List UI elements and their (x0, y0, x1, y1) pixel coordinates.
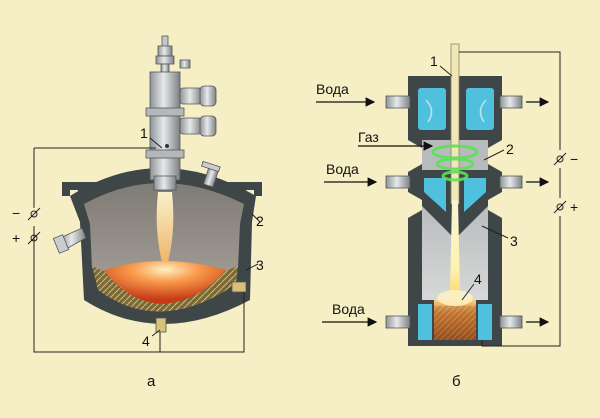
polarity-minus-b: − (570, 151, 578, 167)
callout-2-b: 2 (506, 141, 514, 157)
nozzle-water-left (424, 178, 446, 212)
roof-port (201, 160, 221, 188)
water-jacket-bottom-left (418, 304, 432, 340)
polarity-plus-b: + (570, 199, 578, 215)
terminal-minus-a (27, 207, 41, 221)
inlet-pipes (385, 95, 523, 329)
callout-3-a: 3 (256, 257, 264, 273)
terminal-plus-b (553, 200, 567, 214)
plasma-jet-a (156, 192, 174, 262)
water-jacket-bottom-right (478, 304, 492, 340)
bottom-electrode (155, 317, 167, 333)
callout-1-b: 1 (430, 53, 438, 69)
label-water-bottom: Вода (332, 301, 365, 317)
callout-1-a: 1 (140, 125, 148, 141)
label-water-mid: Вода (326, 161, 359, 177)
flow-arrows (316, 97, 550, 327)
callout-4-a: 4 (142, 333, 150, 349)
label-gas: Газ (358, 129, 379, 145)
molten-metal-bath (104, 261, 226, 304)
callout-3-b: 3 (510, 233, 518, 249)
plasma-torch-a (145, 35, 217, 191)
label-water-top: Вода (316, 81, 349, 97)
terminal-plus-a (27, 231, 41, 245)
furnace-a: − + 1 2 3 4 а (12, 35, 264, 390)
gas-swirl (431, 144, 479, 182)
terminal-minus-b (553, 152, 567, 166)
nozzle-water-right (464, 178, 486, 212)
polarity-plus-a: + (12, 230, 20, 246)
caption-b: б (452, 373, 461, 390)
tap-hole (231, 281, 247, 293)
circuit-a (33, 147, 245, 353)
callout-4-b: 4 (474, 271, 482, 287)
circuit-b (459, 51, 561, 347)
side-port (52, 227, 87, 254)
plasma-column-b (450, 200, 460, 298)
callout-2-a: 2 (256, 213, 264, 229)
caption-a: а (147, 373, 156, 390)
polarity-minus-a: − (12, 205, 20, 221)
plasma-unit-b: Вода Газ Вода Вода − + 1 2 3 4 б (316, 43, 578, 390)
